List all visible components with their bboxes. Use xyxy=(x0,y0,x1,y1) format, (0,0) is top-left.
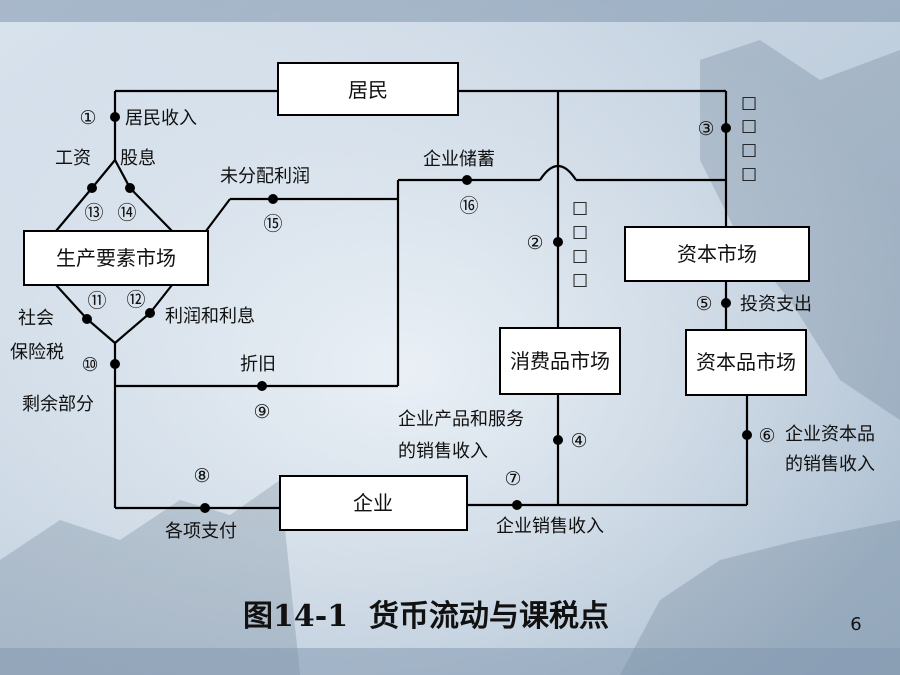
dot-15 xyxy=(268,194,278,204)
placeholder-glyph: □ xyxy=(572,222,588,242)
dot-10 xyxy=(110,359,120,369)
dot-11 xyxy=(82,314,92,324)
dot-13 xyxy=(87,183,97,193)
dot-4 xyxy=(553,435,563,445)
point-number-2: ② xyxy=(526,232,543,254)
line-profit-diag xyxy=(205,198,231,232)
label-investment-spending: 投资支出 xyxy=(740,294,812,315)
point-number-9: ⑨ xyxy=(253,401,270,423)
node-boxes xyxy=(23,62,810,531)
point-number-12: ⑫ xyxy=(126,289,145,311)
placeholder-glyph: □ xyxy=(741,93,757,113)
consumer-goods-market-label: 消费品市场 xyxy=(510,349,610,373)
dot-9 xyxy=(257,381,267,391)
capital-goods-market-box xyxy=(685,329,807,396)
placeholder-glyph: □ xyxy=(741,164,757,184)
point-number-1: ① xyxy=(79,107,96,129)
factor-market-label: 生产要素市场 xyxy=(56,246,176,270)
label-product-sales-1: 企业产品和服务 xyxy=(398,409,524,430)
point-number-6: ⑥ xyxy=(758,425,775,447)
figure-caption: 图14-1 货币流动与课税点 xyxy=(243,599,609,634)
line-hop xyxy=(539,164,577,181)
point-number-4: ④ xyxy=(570,430,587,452)
point-number-3: ③ xyxy=(697,118,714,140)
label-wages: 工资 xyxy=(55,148,91,169)
placeholder-glyph: □ xyxy=(572,246,588,266)
capital-market-label: 资本市场 xyxy=(677,242,757,266)
label-social-insurance-tax-1: 社会 xyxy=(18,308,54,329)
point-number-11: ⑪ xyxy=(87,290,106,312)
label-profit-interest: 利润和利息 xyxy=(165,306,255,327)
factor-market-box xyxy=(23,230,209,286)
capital-market-box xyxy=(624,226,810,282)
dot-7 xyxy=(512,500,522,510)
page-number: 6 xyxy=(850,614,861,635)
top-band xyxy=(0,0,900,22)
point-number-8: ⑧ xyxy=(193,465,210,487)
label-capital-goods-sales-2: 的销售收入 xyxy=(785,454,875,475)
label-surplus: 剩余部分 xyxy=(22,394,94,415)
label-capital-goods-sales-1: 企业资本品 xyxy=(785,424,875,445)
tax-point-dots xyxy=(82,112,752,513)
point-number-13: ⑬ xyxy=(84,202,103,224)
dot-3 xyxy=(721,123,731,133)
label-payments: 各项支付 xyxy=(165,521,237,542)
point-number-7: ⑦ xyxy=(504,468,521,490)
placeholder-glyph: □ xyxy=(572,198,588,218)
dot-8 xyxy=(200,503,210,513)
label-household-income: 居民收入 xyxy=(125,108,197,129)
label-firm-sales: 企业销售收入 xyxy=(496,516,604,537)
dot-6 xyxy=(742,430,752,440)
point-number-5: ⑤ xyxy=(695,293,712,315)
placeholder-glyphs-consumption: □ □ □ □ xyxy=(572,198,588,290)
firms-label: 企业 xyxy=(353,491,393,515)
placeholder-glyph: □ xyxy=(741,140,757,160)
dot-1 xyxy=(110,112,120,122)
placeholder-glyphs-savings: □ □ □ □ xyxy=(741,93,757,184)
label-business-savings: 企业储蓄 xyxy=(423,149,495,170)
label-dividends: 股息 xyxy=(120,148,156,169)
households-box xyxy=(277,62,459,116)
label-depreciation: 折旧 xyxy=(240,354,276,375)
point-number-15: ⑮ xyxy=(263,213,282,235)
dot-14 xyxy=(125,183,135,193)
households-label: 居民 xyxy=(348,78,388,102)
point-number-10: ⑩ xyxy=(81,354,98,376)
dot-12 xyxy=(145,308,155,318)
bottom-band xyxy=(0,648,900,675)
dot-2 xyxy=(553,237,563,247)
label-social-insurance-tax-2: 保险税 xyxy=(10,342,64,363)
point-number-16: ⑯ xyxy=(459,195,478,217)
label-undistributed-profit: 未分配利润 xyxy=(220,166,310,187)
consumer-goods-market-box xyxy=(499,327,621,395)
firms-box xyxy=(279,475,468,531)
placeholder-glyph: □ xyxy=(572,270,588,290)
dot-16 xyxy=(462,175,472,185)
capital-goods-market-label: 资本品市场 xyxy=(696,350,796,374)
label-product-sales-2: 的销售收入 xyxy=(398,441,488,462)
dot-5 xyxy=(721,298,731,308)
point-number-14: ⑭ xyxy=(117,202,136,224)
placeholder-glyph: □ xyxy=(741,116,757,136)
